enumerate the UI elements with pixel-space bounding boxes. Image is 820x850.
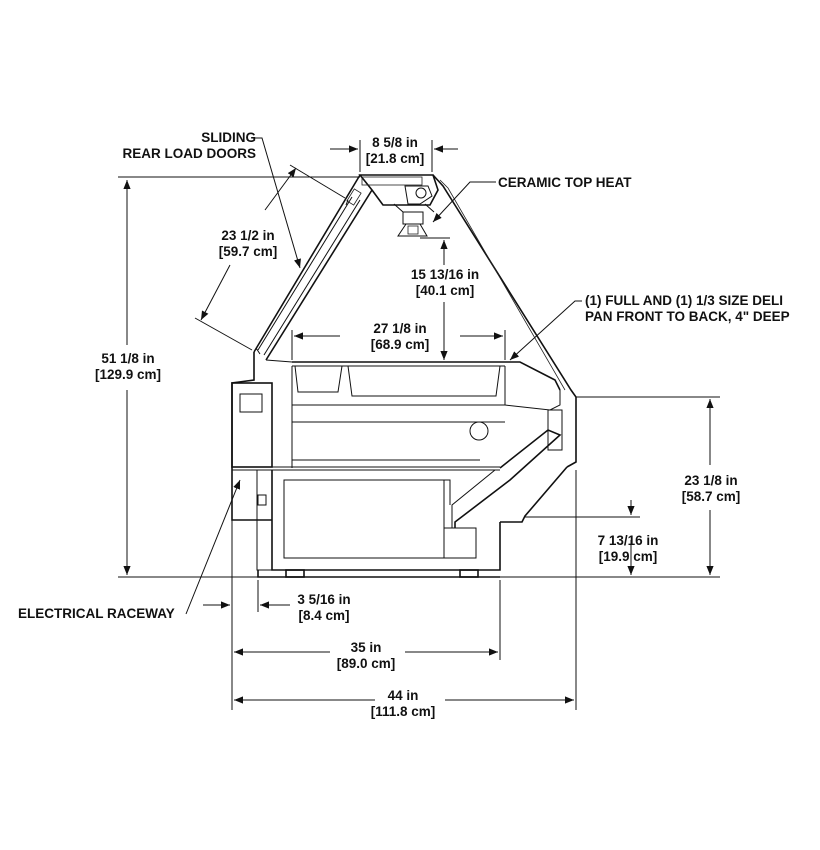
dim-top-width-label: 8 5/8 in [21.8 cm] (365, 135, 425, 166)
control-box (231, 382, 500, 471)
dim-overall-height-label: 51 1/8 in [129.9 cm] (94, 351, 162, 382)
dim-pan-to-top-label: 15 13/16 in [40.1 cm] (410, 267, 480, 298)
dim-pan-width-lines (291, 330, 506, 360)
deli-pan-label: (1) FULL AND (1) 1/3 SIZE DELI PAN FRONT… (585, 293, 790, 324)
dim-door-length-label: 23 1/2 in [59.7 cm] (218, 228, 278, 259)
dim-overall-depth-label: 44 in [111.8 cm] (370, 688, 436, 719)
dim-top-width-lines (330, 140, 458, 172)
dim-overall-depth-lines (234, 470, 577, 710)
dim-base-depth-label: 35 in [89.0 cm] (336, 640, 396, 671)
dim-counter-height-label: 23 1/8 in [58.7 cm] (681, 473, 741, 504)
ceramic-heat-label: CERAMIC TOP HEAT (498, 175, 632, 190)
sliding-doors-label: SLIDING REAR LOAD DOORS (122, 130, 256, 161)
dim-overall-height-lines (118, 176, 360, 578)
dim-counter-height-lines (500, 396, 720, 578)
dim-raceway-offset-lines (203, 520, 290, 710)
leader-lines (185, 137, 582, 615)
deli-pan-icon (294, 365, 501, 397)
dim-base-height-lines (525, 500, 640, 575)
dim-pan-width-label: 27 1/8 in [68.9 cm] (370, 321, 430, 352)
dim-base-height-label: 7 13/16 in [19.9 cm] (597, 533, 659, 564)
electrical-raceway-label: ELECTRICAL RACEWAY (18, 606, 175, 621)
dim-door-length-lines (194, 164, 346, 351)
dim-raceway-offset-label: 3 5/16 in [8.4 cm] (297, 592, 351, 623)
dim-base-depth-lines (234, 580, 501, 660)
case-outline (231, 174, 577, 578)
dim-pan-to-top-lines (420, 237, 450, 360)
ceramic-heater-icon (393, 185, 435, 237)
